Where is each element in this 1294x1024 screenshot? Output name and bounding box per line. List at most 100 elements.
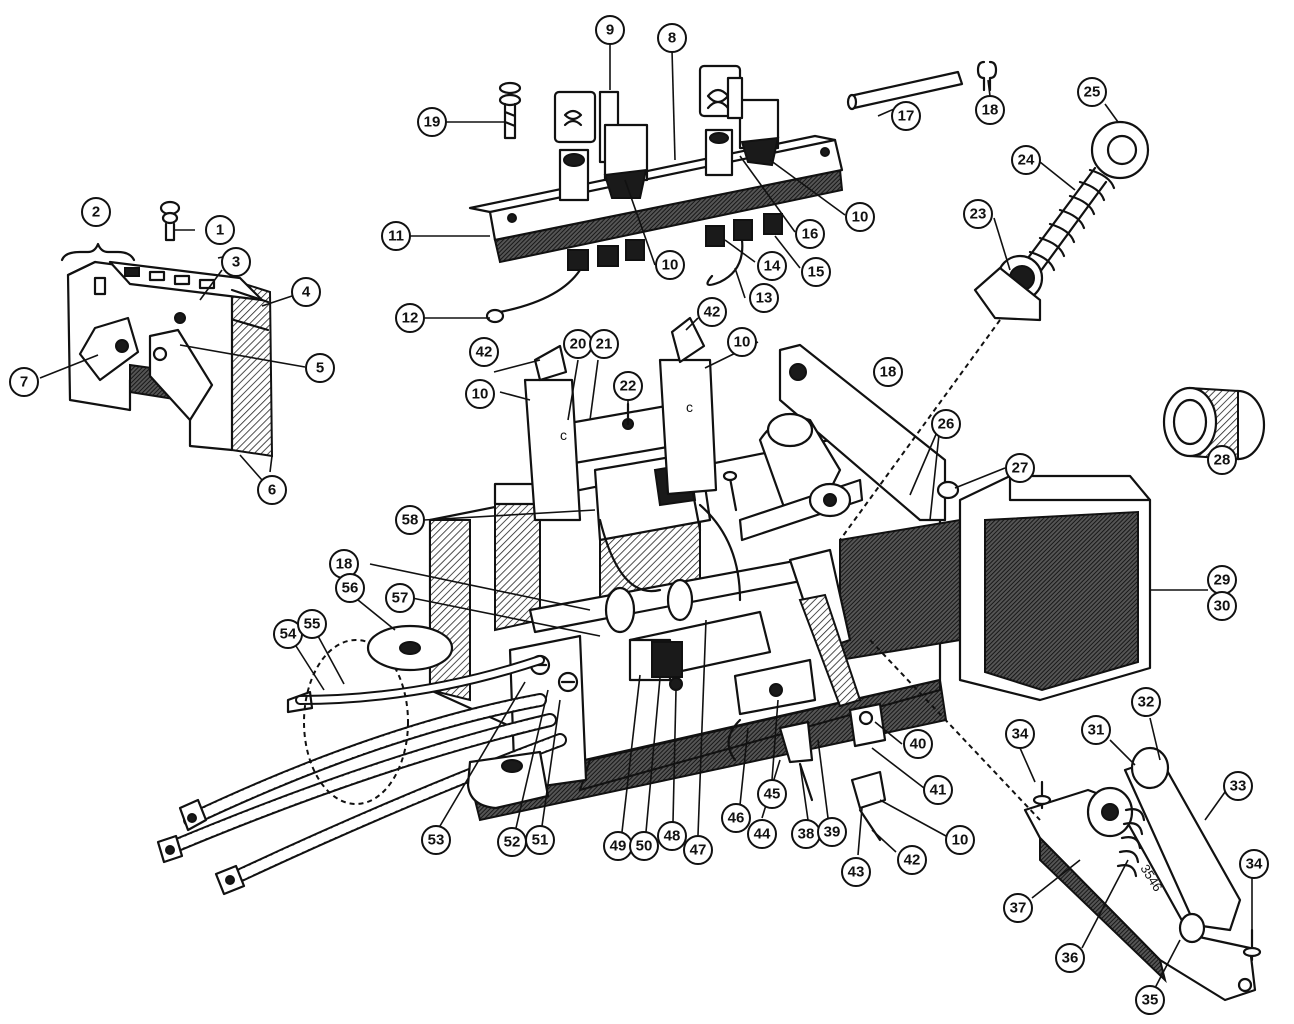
svg-text:17: 17 [898,108,915,125]
callout-33: 33 [1223,771,1253,801]
terminal-block [468,64,844,324]
callout-42-c: 42 [897,845,927,875]
callout-18-b: 18 [873,357,903,387]
svg-text:38: 38 [798,826,815,843]
callout-18-c: 18 [329,549,359,579]
callout-23: 23 [963,199,993,229]
svg-text:26: 26 [938,416,955,433]
svg-text:40: 40 [910,736,927,753]
svg-text:50: 50 [636,838,653,855]
callout-12: 12 [395,303,425,333]
callout-42-b: 42 [697,297,727,327]
main-chassis [428,343,961,842]
svg-text:29: 29 [1214,572,1231,589]
upper-contact-bridge: c c [523,316,718,522]
svg-text:57: 57 [392,590,409,607]
svg-text:10: 10 [662,257,679,274]
svg-text:45: 45 [764,786,781,803]
callout-9: 9 [595,15,625,45]
callout-10-c: 10 [727,327,757,357]
callout-37: 37 [1003,893,1033,923]
callout-38: 38 [791,819,821,849]
callout-57: 57 [385,583,415,613]
svg-text:36: 36 [1062,950,1079,967]
svg-text:52: 52 [504,834,521,851]
callout-30: 30 [1207,591,1237,621]
svg-text:22: 22 [620,378,637,395]
callout-31: 31 [1081,715,1111,745]
svg-text:15: 15 [808,264,825,281]
callout-13: 13 [749,283,779,313]
callout-5: 5 [305,353,335,383]
callout-45: 45 [757,779,787,809]
svg-text:6: 6 [268,482,276,499]
callout-39: 39 [817,817,847,847]
callout-10-b: 10 [655,250,685,280]
callout-8: 8 [657,23,687,53]
svg-text:14: 14 [764,258,781,275]
callout-52: 52 [497,827,527,857]
callout-22: 22 [613,371,643,401]
svg-text:37: 37 [1010,900,1027,917]
svg-text:49: 49 [610,838,627,855]
callout-48: 48 [657,821,687,851]
svg-text:21: 21 [596,336,613,353]
svg-text:25: 25 [1084,84,1101,101]
svg-text:7: 7 [20,374,28,391]
svg-text:c: c [686,399,693,415]
callout-27: 27 [1005,453,1035,483]
clip-part-18-top [976,60,998,92]
svg-text:16: 16 [802,226,819,243]
svg-text:11: 11 [388,228,404,245]
svg-text:19: 19 [424,114,441,131]
callout-40: 40 [903,729,933,759]
callout-2: 2 [81,197,111,227]
svg-text:4: 4 [302,284,311,301]
svg-text:48: 48 [664,828,681,845]
svg-text:10: 10 [852,209,869,226]
svg-text:54: 54 [280,626,297,643]
screw-part-1 [159,200,181,242]
svg-text:39: 39 [824,824,841,841]
svg-text:27: 27 [1012,460,1029,477]
callout-58: 58 [395,505,425,535]
svg-text:23: 23 [970,206,987,223]
callout-25: 25 [1077,77,1107,107]
callout-43: 43 [841,857,871,887]
svg-text:34: 34 [1012,726,1029,743]
pin-part-17 [846,70,964,111]
svg-text:33: 33 [1230,778,1247,795]
callout-17: 17 [891,101,921,131]
callout-41: 41 [923,775,953,805]
svg-text:18: 18 [880,364,897,381]
svg-text:55: 55 [304,616,321,633]
svg-text:24: 24 [1018,152,1035,169]
callout-44: 44 [747,819,777,849]
svg-text:42: 42 [704,304,721,321]
svg-text:46: 46 [728,810,745,827]
svg-text:2: 2 [92,204,100,221]
callout-4: 4 [291,277,321,307]
svg-text:41: 41 [930,782,947,799]
callout-36: 36 [1055,943,1085,973]
callout-19: 19 [417,107,447,137]
svg-text:1: 1 [216,222,224,239]
callout-46: 46 [721,803,751,833]
svg-text:34: 34 [1246,856,1263,873]
cover-plate-assembly [66,260,274,458]
callout-10-d: 10 [465,379,495,409]
callout-50: 50 [629,831,659,861]
svg-text:35: 35 [1142,992,1159,1009]
callout-21: 21 [589,329,619,359]
svg-text:42: 42 [476,344,493,361]
callout-15: 15 [801,257,831,287]
bushing-part-28 [1162,386,1266,461]
svg-text:28: 28 [1214,452,1231,469]
callouts: 1 2 3 4 5 6 7 8 9 10 10 10 10 10 10 11 1… [9,15,1269,1015]
svg-text:18: 18 [336,556,353,573]
svg-text:13: 13 [756,290,773,307]
callout-56: 56 [335,573,365,603]
svg-text:3: 3 [232,254,240,271]
svg-text:18: 18 [982,102,999,119]
